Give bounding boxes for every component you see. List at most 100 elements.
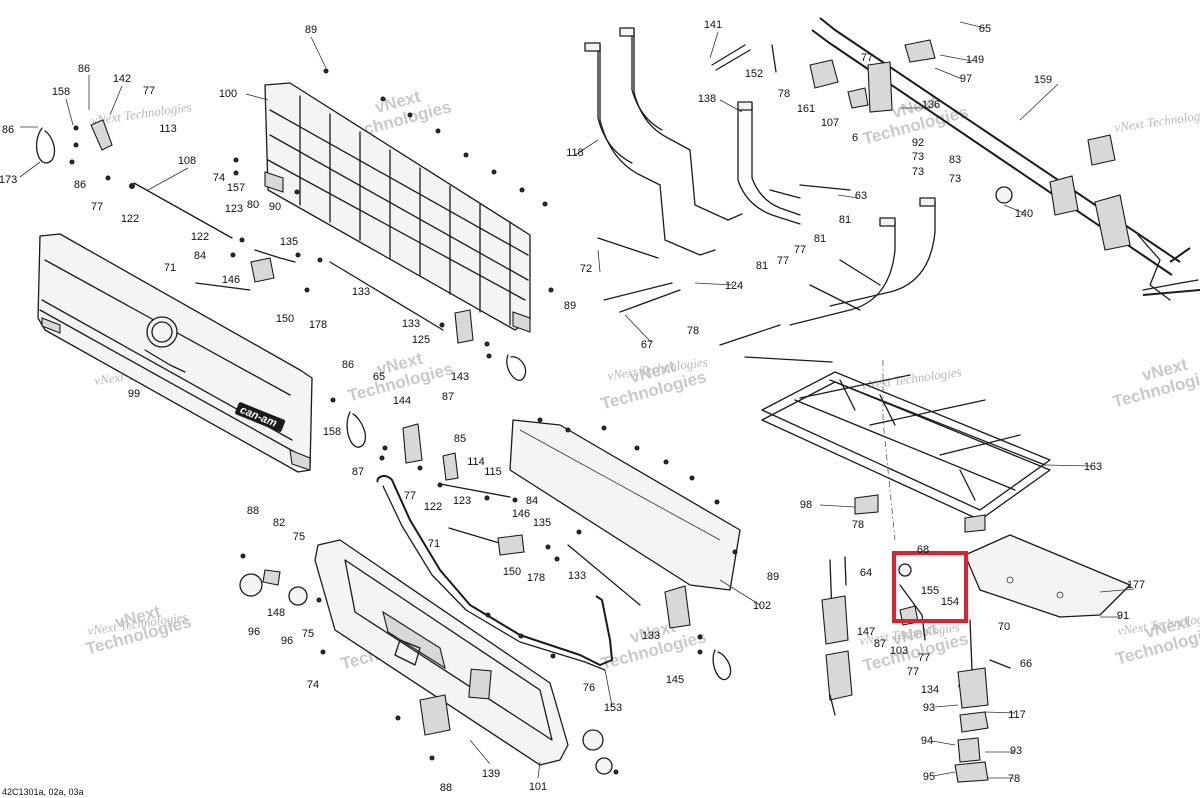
- callout-158: 158: [52, 86, 70, 98]
- callout-101: 101: [529, 781, 547, 793]
- callout-90: 90: [269, 201, 281, 213]
- callout-178: 178: [309, 319, 327, 331]
- callout-84: 84: [526, 495, 538, 507]
- callout-123: 123: [225, 203, 243, 215]
- callout-74: 74: [213, 172, 225, 184]
- callout-96: 96: [281, 635, 293, 647]
- callout-143: 143: [451, 371, 469, 383]
- callout-146: 146: [512, 508, 530, 520]
- callout-80: 80: [247, 199, 259, 211]
- callout-63: 63: [855, 190, 867, 202]
- callout-70: 70: [998, 621, 1010, 633]
- watermark-text: vNext Technologies: [1113, 106, 1200, 135]
- callout-122: 122: [424, 501, 442, 513]
- callout-81: 81: [756, 260, 768, 272]
- callout-123: 123: [453, 495, 471, 507]
- callout-177: 177: [1127, 579, 1145, 591]
- callout-77: 77: [91, 201, 103, 213]
- callout-125: 125: [412, 334, 430, 346]
- callout-82: 82: [273, 517, 285, 529]
- callout-122: 122: [191, 231, 209, 243]
- callout-147: 147: [857, 626, 875, 638]
- fasteners: [69, 68, 738, 775]
- callout-86: 86: [342, 359, 354, 371]
- seal-plate: [509, 419, 741, 591]
- callout-142: 142: [113, 73, 131, 85]
- callout-71: 71: [428, 538, 440, 550]
- callout-133: 133: [352, 286, 370, 298]
- callout-73: 73: [949, 173, 961, 185]
- callout-159: 159: [1034, 74, 1052, 86]
- callout-64: 64: [860, 567, 872, 579]
- callout-78: 78: [1008, 773, 1020, 785]
- callout-87: 87: [874, 638, 886, 650]
- callout-163: 163: [1084, 461, 1102, 473]
- callout-135: 135: [533, 517, 551, 529]
- callout-117: 117: [1008, 709, 1026, 721]
- callout-65: 65: [979, 23, 991, 35]
- tailgate-frame: [264, 82, 531, 333]
- callout-145: 145: [666, 674, 684, 686]
- callout-87: 87: [352, 466, 364, 478]
- callout-150: 150: [503, 566, 521, 578]
- callout-85: 85: [454, 433, 466, 445]
- callout-77: 77: [918, 652, 930, 664]
- callout-152: 152: [745, 68, 763, 80]
- callout-89: 89: [305, 24, 317, 36]
- callout-78: 78: [852, 519, 864, 531]
- callout-124: 124: [725, 280, 743, 292]
- callout-155: 155: [921, 585, 939, 597]
- callout-68: 68: [917, 544, 929, 556]
- callout-153: 153: [604, 702, 622, 714]
- callout-93: 93: [1010, 745, 1022, 757]
- mounting-plate-177: [964, 534, 1131, 618]
- callout-74: 74: [307, 679, 319, 691]
- callout-103: 103: [890, 645, 908, 657]
- callout-114: 114: [467, 456, 485, 468]
- latch-assemblies: [35, 119, 732, 775]
- callout-78: 78: [778, 88, 790, 100]
- callout-102: 102: [753, 600, 771, 612]
- callout-138: 138: [698, 93, 716, 105]
- callout-139: 139: [482, 768, 500, 780]
- callout-67: 67: [641, 339, 653, 351]
- callout-108: 108: [178, 155, 196, 167]
- leader-lines: [19, 21, 1135, 779]
- figure-code: 42C1301a, 02a, 03a: [2, 787, 84, 797]
- callout-96: 96: [248, 626, 260, 638]
- cargo-platform-163: [761, 360, 1051, 541]
- callout-77: 77: [777, 255, 789, 267]
- callout-97: 97: [960, 73, 972, 85]
- callout-95: 95: [923, 771, 935, 783]
- callout-71: 71: [164, 262, 176, 274]
- callout-135: 135: [280, 236, 298, 248]
- callout-73: 73: [912, 166, 924, 178]
- callout-77: 77: [404, 490, 416, 502]
- callout-89: 89: [564, 300, 576, 312]
- tailgate-outer-panel: can-am: [37, 233, 313, 473]
- callout-88: 88: [247, 505, 259, 517]
- callout-83: 83: [949, 154, 961, 166]
- callout-161: 161: [797, 103, 815, 115]
- callout-134: 134: [921, 684, 939, 696]
- callout-81: 81: [839, 214, 851, 226]
- callout-86: 86: [2, 124, 14, 136]
- hitch-mount-stack: [821, 556, 1011, 783]
- callout-86: 86: [78, 63, 90, 75]
- watermark-text: vNext Technologies: [90, 99, 192, 128]
- callout-6: 6: [852, 132, 858, 144]
- callout-107: 107: [821, 117, 839, 129]
- callout-86: 86: [74, 179, 86, 191]
- callout-178: 178: [527, 572, 545, 584]
- callout-77: 77: [794, 244, 806, 256]
- callout-122: 122: [121, 213, 139, 225]
- callout-140: 140: [1015, 208, 1033, 220]
- callout-154: 154: [941, 596, 959, 608]
- callout-92: 92: [912, 137, 924, 149]
- rods: [133, 182, 641, 606]
- callout-157: 157: [227, 182, 245, 194]
- callout-77: 77: [143, 85, 155, 97]
